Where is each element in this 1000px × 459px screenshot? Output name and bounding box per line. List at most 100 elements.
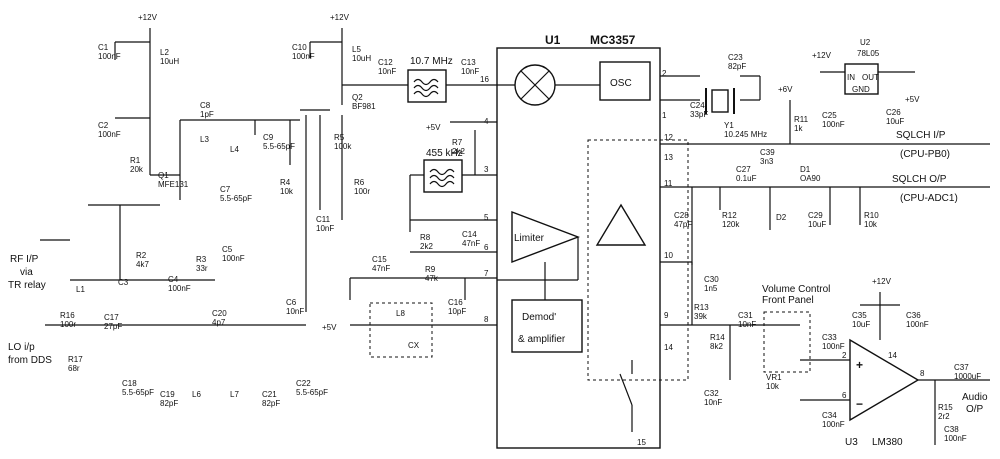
component-value-c22: 5.5-65pF — [296, 388, 328, 397]
supplies: +12V +12V +12V +12V +5V +5V +5V +6V — [138, 13, 920, 332]
filter-455-label: 455 kHz — [426, 148, 463, 159]
component-value-r11: 1k — [794, 124, 803, 133]
supply-5v-b: +5V — [426, 123, 441, 132]
u3-pin6: 6 — [842, 391, 847, 400]
component-value-r12: 120k — [722, 220, 740, 229]
component-ref-c29: C29 — [808, 211, 823, 220]
rf-input-label-1: RF I/P — [10, 254, 39, 265]
pin-1: 1 — [662, 111, 667, 120]
component-ref-c12: C12 — [378, 58, 393, 67]
component-value-r10: 10k — [864, 220, 878, 229]
demod-label-1: Demod' — [522, 312, 556, 323]
component-ref-c20: C20 — [212, 309, 227, 318]
pin-14: 14 — [664, 343, 673, 352]
component-ref-l5: L5 — [352, 45, 361, 54]
supply-12v-d: +12V — [872, 277, 892, 286]
u3-lm380: + − 2 6 8 14 U3 LM380 — [842, 338, 925, 448]
component-value-vr1: 10k — [766, 382, 780, 391]
component-value-c29: 10uF — [808, 220, 826, 229]
vol-label-1: Volume Control — [762, 284, 830, 295]
supply-12v-b: +12V — [330, 13, 350, 22]
component-ref-c36: C36 — [906, 311, 921, 320]
component-value-c30: 1n5 — [704, 284, 718, 293]
ic-ref: U1 — [545, 33, 561, 47]
component-ref-c19: C19 — [160, 390, 175, 399]
pin-3: 3 — [484, 165, 489, 174]
component-ref-c14: C14 — [462, 230, 477, 239]
pin-6: 6 — [484, 243, 489, 252]
component-value-c26: 10uF — [886, 117, 904, 126]
component-value-r9: 47k — [425, 274, 439, 283]
audio-out-label-2: O/P — [966, 404, 984, 415]
u2-ref: U2 — [860, 38, 871, 47]
component-value-c18: 5.5-65pF — [122, 388, 154, 397]
component-value-r2: 4k7 — [136, 260, 149, 269]
component-ref-c26: C26 — [886, 108, 901, 117]
component-value-c38: 100nF — [944, 434, 967, 443]
component-value-c15: 47nF — [372, 264, 390, 273]
lo-input-label-2: from DDS — [8, 355, 52, 366]
pin-9: 9 — [664, 311, 669, 320]
component-value-c20: 4p7 — [212, 318, 226, 327]
squelch-in-label-2: (CPU-PB0) — [900, 149, 950, 160]
component-ref-r12: R12 — [722, 211, 737, 220]
component-ref-c30: C30 — [704, 275, 719, 284]
component-value-c34: 100nF — [822, 420, 845, 429]
demod-label-2: & amplifier — [518, 334, 566, 345]
component-ref-c28: C28 — [674, 211, 689, 220]
pin-7: 7 — [484, 269, 489, 278]
component-value-c5: 100nF — [222, 254, 245, 263]
component-ref-c8: C8 — [200, 101, 211, 110]
component-ref-r17: R17 — [68, 355, 83, 364]
component-ref-c23: C23 — [728, 53, 743, 62]
component-value-r13: 39k — [694, 312, 708, 321]
component-ref-l6: L6 — [192, 390, 201, 399]
component-ref-c35: C35 — [852, 311, 867, 320]
filter-455khz: 455 kHz — [423, 148, 463, 193]
component-value-c33: 100nF — [822, 342, 845, 351]
component-value-c10: 100nF — [292, 52, 315, 61]
u2-in: IN — [847, 73, 855, 82]
component-value-c1: 100nF — [98, 52, 121, 61]
component-value-d1: OA90 — [800, 174, 821, 183]
component-value-c36: 100nF — [906, 320, 929, 329]
lo-input-label-1: LO i/p — [8, 342, 35, 353]
component-ref-c15: C15 — [372, 255, 387, 264]
u3-pin8: 8 — [920, 369, 925, 378]
pin-16: 16 — [480, 75, 489, 84]
component-ref-r9: R9 — [425, 265, 436, 274]
component-value-r4: 10k — [280, 187, 294, 196]
io-labels: RF I/P via TR relay LO i/p from DDS SQLC… — [8, 130, 988, 415]
component-ref-q2: Q2 — [352, 93, 363, 102]
demod-block — [511, 299, 583, 353]
component-value-r1: 20k — [130, 165, 144, 174]
audio-out-label-1: Audio — [962, 392, 988, 403]
rf-input-label-2: via — [20, 267, 33, 278]
component-ref-c4: C4 — [168, 275, 179, 284]
component-ref-c3: C3 — [118, 278, 129, 287]
component-value-q1: MFE131 — [158, 180, 189, 189]
u3-name: LM380 — [872, 437, 903, 448]
component-ref-y1: Y1 — [724, 121, 734, 130]
l8-cx-box — [369, 302, 433, 358]
component-ref-r10: R10 — [864, 211, 879, 220]
component-value-c32: 10nF — [704, 398, 722, 407]
component-value-c12: 10nF — [378, 67, 396, 76]
component-value-c35: 10uF — [852, 320, 870, 329]
component-ref-c34: C34 — [822, 411, 837, 420]
component-ref-c33: C33 — [822, 333, 837, 342]
component-ref-r1: R1 — [130, 156, 141, 165]
component-ref-r11: R11 — [794, 115, 809, 124]
component-ref-c1: C1 — [98, 43, 109, 52]
component-value-c37: 1000uF — [954, 372, 981, 381]
component-ref-r6: R6 — [354, 178, 365, 187]
component-value-r6: 100r — [354, 187, 370, 196]
supply-5v-a: +5V — [905, 95, 920, 104]
component-value-c21: 82pF — [262, 399, 280, 408]
component-ref-c38: C38 — [944, 425, 959, 434]
component-value-r14: 8k2 — [710, 342, 723, 351]
component-value-c16: 10pF — [448, 307, 466, 316]
component-value-c27: 0.1uF — [736, 174, 757, 183]
squelch-in-label-1: SQLCH I/P — [896, 130, 946, 141]
